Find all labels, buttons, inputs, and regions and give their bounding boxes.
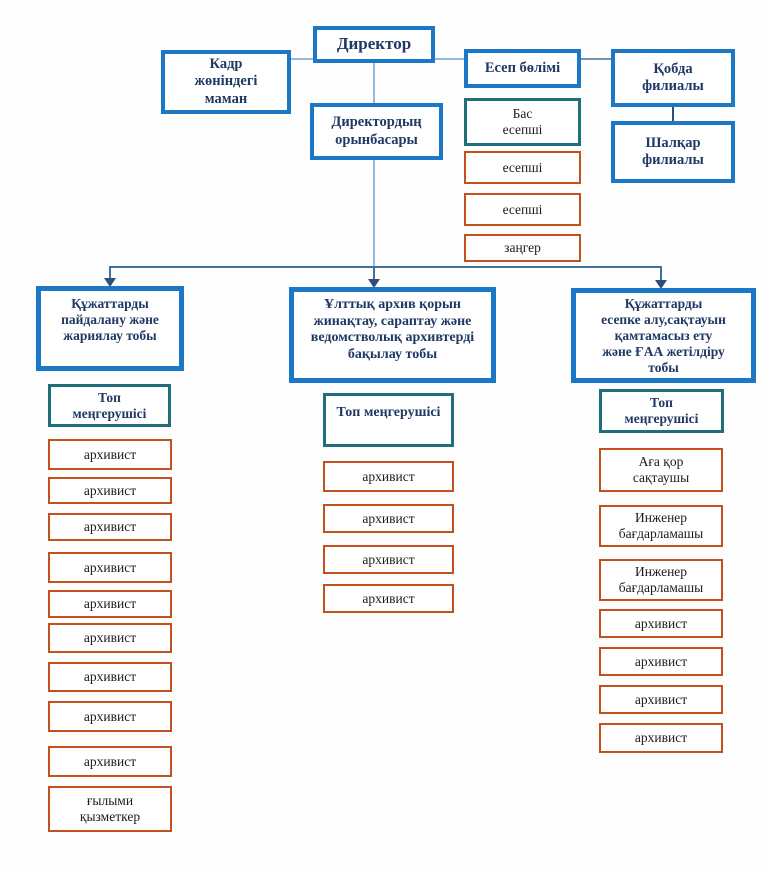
connector-rail-right-stem [660, 266, 662, 281]
node-group1-staff-1: архивист [48, 439, 172, 470]
node-accountant-2: есепші [464, 193, 581, 226]
arrow-down-icon [104, 278, 116, 287]
connector-rail-middle-stem [373, 266, 375, 280]
node-director: Директор [313, 26, 435, 63]
connector-qobda-to-shalqar [672, 107, 674, 121]
node-group1-staff-6: архивист [48, 623, 172, 653]
node-group2-staff-2: архивист [323, 504, 454, 533]
node-group1-staff-10: ғылыми қызметкер [48, 786, 172, 832]
node-group2-staff-3: архивист [323, 545, 454, 574]
node-group1-staff-9: архивист [48, 746, 172, 777]
connector-deputy-to-rail [373, 160, 375, 267]
node-deputy-director: Директордың орынбасары [310, 103, 443, 160]
node-group1-title: Құжаттарды пайдалану және жариялау тобы [36, 286, 184, 371]
node-shalqar-branch: Шалқар филиалы [611, 121, 735, 183]
node-group2-staff-1: архивист [323, 461, 454, 492]
node-group3-staff-6: архивист [599, 685, 723, 714]
node-group1-staff-2: архивист [48, 477, 172, 504]
node-group3-head: Топ меңгерушісі [599, 389, 724, 433]
node-group1-staff-7: архивист [48, 662, 172, 692]
node-group2-head: Топ меңгерушісі [323, 393, 454, 447]
connector-accounting-to-qobda [581, 58, 611, 60]
node-group1-staff-3: архивист [48, 513, 172, 541]
node-group3-title: Құжаттарды есепке алу,сақтауын қамтамасы… [571, 288, 756, 383]
node-accounting-dept: Есеп бөлімі [464, 49, 581, 88]
arrow-down-icon [368, 279, 380, 288]
node-hr-specialist: Кадр жөніндегі маман [161, 50, 291, 114]
node-group3-staff-3: Инженер бағдарламашы [599, 559, 723, 601]
node-group2-title: Ұлттық архив қорын жинақтау, сараптау жә… [289, 287, 496, 383]
connector-director-to-deputy [373, 63, 375, 103]
node-group3-staff-1: Аға қор сақтаушы [599, 448, 723, 492]
node-group1-head: Топ меңгерушісі [48, 384, 171, 427]
node-lawyer: заңгер [464, 234, 581, 262]
node-group3-staff-7: архивист [599, 723, 723, 753]
node-group2-staff-4: архивист [323, 584, 454, 613]
node-qobda-branch: Қобда филиалы [611, 49, 735, 107]
node-group3-staff-2: Инженер бағдарламашы [599, 505, 723, 547]
node-group3-staff-4: архивист [599, 609, 723, 638]
connector-rail-left-stem [109, 266, 111, 279]
node-accountant-1: есепші [464, 151, 581, 184]
node-group3-staff-5: архивист [599, 647, 723, 676]
node-group1-staff-4: архивист [48, 552, 172, 583]
node-group1-staff-8: архивист [48, 701, 172, 732]
connector-hr-to-director [291, 58, 313, 60]
node-chief-accountant: Бас есепші [464, 98, 581, 146]
arrow-down-icon [655, 280, 667, 289]
node-group1-staff-5: архивист [48, 590, 172, 618]
connector-rail [109, 266, 662, 268]
connector-director-to-accounting [434, 58, 464, 60]
